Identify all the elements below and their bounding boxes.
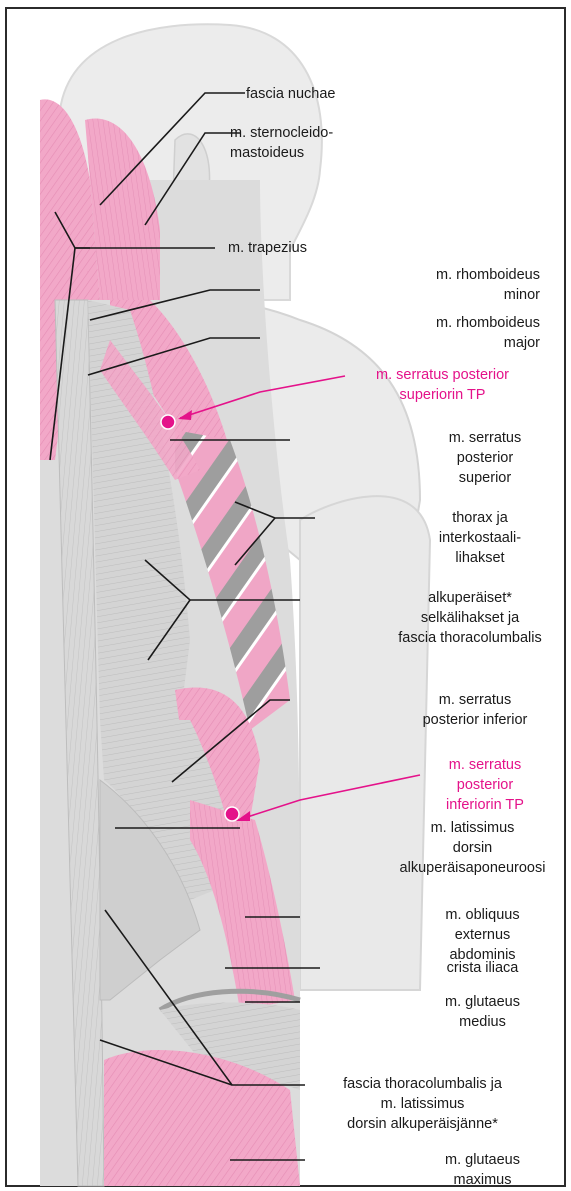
- label-latissimus: m. latissimus dorsin alkuperäisaponeuroo…: [385, 818, 560, 878]
- label-thorax-line3: lihakset: [420, 548, 540, 568]
- label-serratus-inf-tp-line3: inferiorin TP: [425, 795, 545, 815]
- label-latissimus-line3: alkuperäisaponeuroosi: [385, 858, 560, 878]
- label-obliquus: m. obliquus externus abdominis: [420, 905, 545, 965]
- label-crista-text: crista iliaca: [420, 958, 545, 978]
- label-fascia-jante-line3: dorsin alkuperäisjänne*: [300, 1114, 545, 1134]
- label-alkuperaiset-line3: fascia thoracolumbalis: [380, 628, 560, 648]
- label-rhomboideus-major: m. rhomboideus major: [395, 313, 540, 353]
- label-serratus-inf: m. serratus posterior inferior: [405, 690, 545, 730]
- label-rhomboid-minor-line1: m. rhomboideus: [395, 265, 540, 285]
- arm-outline: [300, 496, 430, 990]
- label-sternocleido-line1: m. sternocleido-: [230, 123, 333, 143]
- label-crista-iliaca: crista iliaca: [420, 958, 545, 978]
- label-rhomboid-major-line2: major: [395, 333, 540, 353]
- label-serratus-inf-tp: m. serratus posterior inferiorin TP: [425, 755, 545, 815]
- label-fascia-thoracolumbalis-jante: fascia thoracolumbalis ja m. latissimus …: [300, 1074, 545, 1134]
- label-glutaeus-maximus-line2: maximus: [420, 1170, 545, 1190]
- label-fascia-nuchae: fascia nuchae: [246, 84, 335, 104]
- label-latissimus-line1: m. latissimus: [385, 818, 560, 838]
- label-fascia-nuchae-text: fascia nuchae: [246, 84, 335, 104]
- label-serratus-inf-line1: m. serratus: [405, 690, 545, 710]
- label-fascia-jante-line2: m. latissimus: [300, 1094, 545, 1114]
- label-trapezius: m. trapezius: [228, 238, 307, 258]
- label-thorax-line1: thorax ja: [420, 508, 540, 528]
- label-serratus-inf-tp-line1: m. serratus: [425, 755, 545, 775]
- label-sternocleido-line2: mastoideus: [230, 143, 333, 163]
- label-serratus-sup-line3: superior: [430, 468, 540, 488]
- label-glutaeus-medius-line1: m. glutaeus: [420, 992, 545, 1012]
- label-serratus-sup-line2: posterior: [430, 448, 540, 468]
- label-obliquus-line1: m. obliquus: [420, 905, 545, 925]
- label-alkuperaiset-line2: selkälihakset ja: [380, 608, 560, 628]
- label-sternocleidomastoideus: m. sternocleido- mastoideus: [230, 123, 333, 163]
- trigger-point-inferior: [225, 807, 239, 821]
- label-rhomboid-minor-line2: minor: [395, 285, 540, 305]
- label-obliquus-line2: externus: [420, 925, 545, 945]
- label-latissimus-line2: dorsin: [385, 838, 560, 858]
- label-glutaeus-medius-line2: medius: [420, 1012, 545, 1032]
- label-serratus-sup: m. serratus posterior superior: [430, 428, 540, 488]
- label-serratus-inf-line2: posterior inferior: [405, 710, 545, 730]
- label-serratus-inf-tp-line2: posterior: [425, 775, 545, 795]
- label-rhomboideus-minor: m. rhomboideus minor: [395, 265, 540, 305]
- label-fascia-jante-line1: fascia thoracolumbalis ja: [300, 1074, 545, 1094]
- trigger-point-superior: [161, 415, 175, 429]
- label-serratus-sup-tp-line2: superiorin TP: [345, 385, 540, 405]
- label-glutaeus-maximus: m. glutaeus maximus: [420, 1150, 545, 1190]
- label-rhomboid-major-line1: m. rhomboideus: [395, 313, 540, 333]
- label-alkuperaiset: alkuperäiset* selkälihakset ja fascia th…: [380, 588, 560, 648]
- label-thorax-line2: interkostaali-: [420, 528, 540, 548]
- label-glutaeus-medius: m. glutaeus medius: [420, 992, 545, 1032]
- label-thorax: thorax ja interkostaali- lihakset: [420, 508, 540, 568]
- label-serratus-sup-tp-line1: m. serratus posterior: [345, 365, 540, 385]
- label-trapezius-text: m. trapezius: [228, 238, 307, 258]
- label-glutaeus-maximus-line1: m. glutaeus: [420, 1150, 545, 1170]
- label-serratus-sup-tp: m. serratus posterior superiorin TP: [345, 365, 540, 405]
- label-serratus-sup-line1: m. serratus: [430, 428, 540, 448]
- label-alkuperaiset-line1: alkuperäiset*: [380, 588, 560, 608]
